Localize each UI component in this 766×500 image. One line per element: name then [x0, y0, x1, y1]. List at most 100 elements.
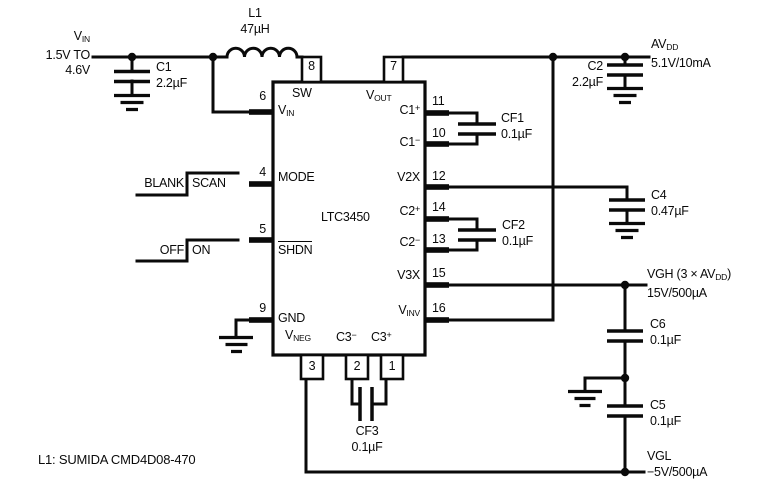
pin-label-vout: VOUT — [366, 88, 392, 103]
junction-dot — [208, 52, 218, 62]
vin-port-name-sub: IN — [81, 34, 90, 44]
pin-number-16: 16 — [432, 301, 446, 315]
label-shdn-low: OFF — [159, 243, 185, 257]
vgh-name: VGH (3 × AV — [647, 267, 716, 281]
pin-stub-10 — [425, 141, 449, 147]
vgh-name-sub: DD — [715, 272, 728, 282]
pin-stub-8 — [300, 55, 323, 84]
vin-port-name: V — [73, 29, 82, 43]
wire-pin11-cf1 — [447, 111, 479, 126]
avdd-name-sub: DD — [666, 42, 679, 52]
label-c2: C2 2.2µF — [545, 59, 603, 90]
capacitor-cf2-symbol — [458, 228, 496, 242]
c5-value: 0.1µF — [650, 413, 681, 428]
pin-label-vinv: VINV — [398, 303, 420, 318]
pin-number-13: 13 — [432, 232, 446, 246]
c4-value: 0.47µF — [651, 203, 689, 218]
vin-port-range-2: 4.6V — [65, 63, 90, 77]
wires — [91, 55, 651, 474]
vin-port-range-1: 1.5V TO — [45, 47, 91, 62]
pin-label-c2plus: C2+ — [399, 204, 420, 218]
label-vgh-output: VGH (3 × AVDD) 15V/500µA — [647, 267, 731, 301]
pin-number-10: 10 — [432, 126, 446, 140]
junction-dot — [127, 52, 137, 62]
l1-ref: L1 — [248, 6, 262, 20]
ground-pin9 — [219, 335, 253, 354]
pin-label-c3plus: C3+ — [371, 330, 392, 344]
pin-label-c2minus: C2− — [399, 235, 420, 249]
c1-ref: C1 — [156, 60, 172, 74]
ground-c4 — [609, 221, 645, 240]
avdd-rating: 5.1V/10mA — [651, 55, 711, 70]
waveform-symbols — [135, 171, 240, 263]
label-c4: C4 0.47µF — [651, 188, 689, 219]
ground-symbols — [114, 86, 645, 408]
c6-ref: C6 — [650, 317, 666, 331]
c2-value: 2.2µF — [572, 74, 603, 89]
inductor-l1-symbol — [213, 46, 299, 59]
capacitor-symbols — [114, 63, 645, 421]
label-avdd-output: AVDD 5.1V/10mA — [651, 37, 711, 71]
junction-dot — [620, 52, 630, 62]
pin-number-6: 6 — [259, 89, 266, 103]
label-c1: C1 2.2µF — [156, 60, 187, 91]
junction-dot — [620, 373, 630, 383]
pin-stub-11 — [425, 110, 449, 116]
pin-stub-2 — [344, 353, 370, 381]
pin-stub-9 — [249, 317, 273, 323]
chip-name: LTC3450 — [321, 210, 370, 224]
pin-label-mode: MODE — [278, 170, 315, 184]
pin-number-5: 5 — [259, 222, 266, 236]
capacitor-cf3-symbol — [358, 387, 374, 421]
vgl-name: VGL — [647, 449, 672, 463]
label-shdn-high: ON — [192, 243, 211, 257]
c5-ref: C5 — [650, 398, 666, 412]
pin-label-shdn: SHDN — [278, 241, 313, 257]
waveform-shdn — [135, 238, 240, 263]
label-vin-port: VIN 1.5V TO 4.6V — [28, 29, 91, 79]
pin-stub-1 — [379, 353, 405, 381]
pin-number-9: 9 — [259, 301, 266, 315]
wire-vin-branch — [211, 55, 252, 114]
label-c5: C5 0.1µF — [650, 398, 681, 429]
pin-number-15: 15 — [432, 266, 446, 280]
label-cf2: CF2 0.1µF — [502, 218, 533, 249]
c1-value: 2.2µF — [156, 75, 187, 90]
label-vgl-output: VGL −5V/500µA — [647, 449, 707, 480]
pin-stub-5 — [249, 237, 273, 243]
c6-value: 0.1µF — [650, 332, 681, 347]
pin-label-vneg: VNEG — [285, 328, 311, 343]
pin-stub-12 — [425, 184, 449, 190]
pin-label-c1plus: C1+ — [399, 103, 420, 117]
pin-stub-15 — [425, 282, 449, 288]
ground-c2 — [607, 86, 643, 105]
ground-mid — [568, 389, 602, 408]
pin-label-gnd: GND — [278, 311, 306, 325]
pin-stub-3 — [299, 353, 325, 381]
junction-dot — [620, 467, 630, 477]
pin-stubs-left-right — [249, 109, 449, 323]
wire-mid-gnd — [583, 376, 627, 393]
cf2-value: 0.1µF — [502, 233, 533, 248]
cf1-ref: CF1 — [501, 111, 524, 125]
wire-pin1-cf3 — [372, 377, 388, 406]
pin-stub-14 — [425, 216, 449, 222]
pin-number-7: 7 — [390, 59, 397, 73]
cf3-ref: CF3 — [355, 424, 379, 438]
label-mode-low: BLANK — [144, 176, 184, 190]
junction-dots — [127, 52, 630, 477]
c4-ref: C4 — [651, 188, 667, 202]
pin-number-2: 2 — [353, 359, 361, 373]
label-cf1: CF1 0.1µF — [501, 111, 532, 142]
label-c6: C6 0.1µF — [650, 317, 681, 348]
wire-pin13-cf2 — [447, 238, 479, 252]
pin-label-v2x: V2X — [397, 170, 420, 184]
ground-c1 — [114, 93, 150, 112]
pin-label-sw: SW — [292, 86, 312, 100]
capacitor-c1-symbol — [114, 69, 150, 84]
vgh-name-post: ) — [727, 267, 732, 281]
wire-pin2-cf3 — [350, 377, 360, 406]
schematic-note: L1: SUMIDA CMD4D08-470 — [38, 452, 196, 467]
